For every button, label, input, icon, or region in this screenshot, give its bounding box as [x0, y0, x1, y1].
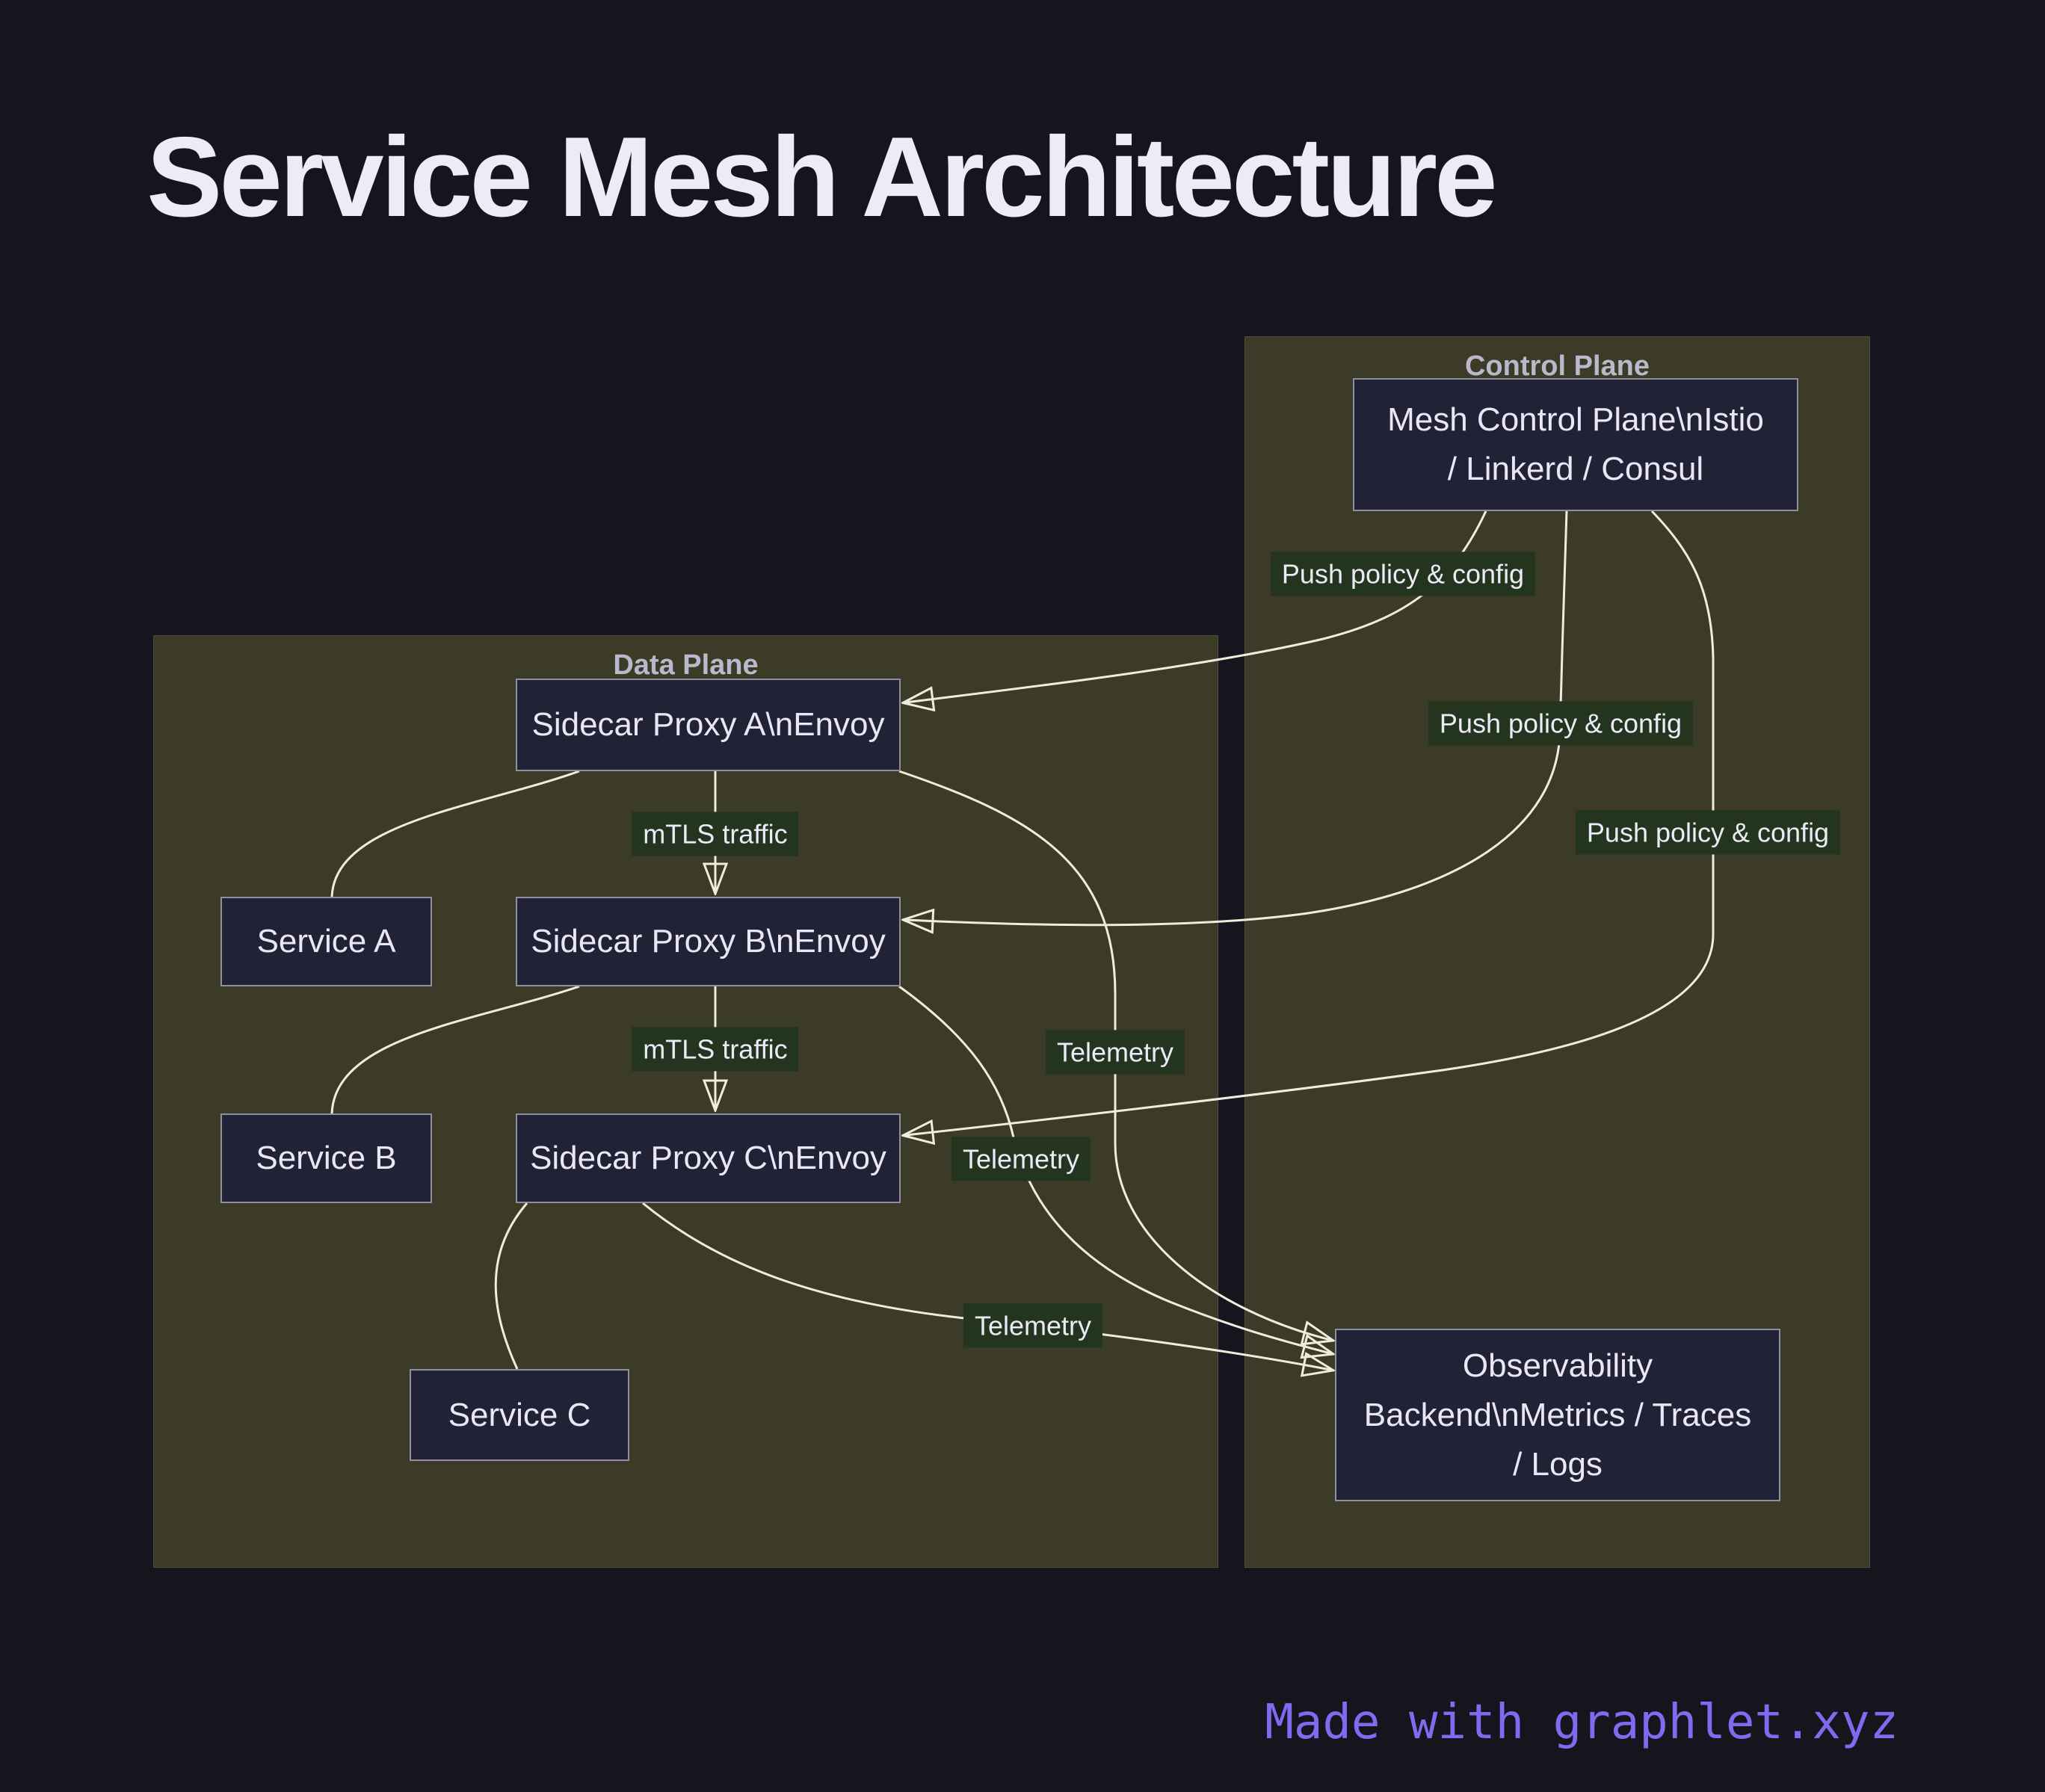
- container-data-plane: Data Plane: [153, 635, 1218, 1568]
- edge-mesh-to-proxy-a: [906, 510, 1487, 702]
- node-observability-backend-line-1: Observability: [1462, 1347, 1653, 1384]
- page-title: Service Mesh Architecture: [146, 114, 1498, 241]
- node-sidecar-proxy-a-label: Sidecar Proxy A\nEnvoy: [531, 706, 885, 743]
- node-observability-backend-line-2: Backend\nMetrics / Traces: [1363, 1396, 1752, 1433]
- node-mesh-control-plane-line-2: / Linkerd / Consul: [1447, 451, 1704, 487]
- edge-label-push-policy-config-1: Push policy & config: [1270, 551, 1536, 596]
- edge-label-telemetry-2: Telemetry: [951, 1137, 1091, 1181]
- node-service-a-label: Service A: [256, 923, 396, 960]
- edge-label-mtls-traffic-1: mTLS traffic: [632, 812, 799, 856]
- edge-label-push-policy-config-2: Push policy & config: [1428, 701, 1694, 746]
- node-service-b-label: Service B: [256, 1140, 397, 1176]
- node-sidecar-proxy-b: Sidecar Proxy B\nEnvoy: [516, 897, 901, 986]
- edge-label-mtls-traffic-2: mTLS traffic: [632, 1027, 799, 1072]
- node-observability-backend: Observability Backend\nMetrics / Traces …: [1335, 1329, 1780, 1501]
- edge-proxy-a-to-service-a: [330, 770, 580, 897]
- edge-proxy-c-to-service-c: [494, 1202, 528, 1370]
- edge-label-telemetry-3: Telemetry: [963, 1303, 1103, 1348]
- edge-label-telemetry-1: Telemetry: [1045, 1030, 1185, 1075]
- node-mesh-control-plane: Mesh Control Plane\nIstio / Linkerd / Co…: [1353, 378, 1798, 511]
- edge-proxy-b-to-service-b: [330, 985, 580, 1114]
- node-mesh-control-plane-line-1: Mesh Control Plane\nIstio: [1387, 401, 1764, 438]
- node-observability-backend-line-3: / Logs: [1513, 1445, 1603, 1483]
- edge-label-push-policy-config-3: Push policy & config: [1575, 810, 1841, 855]
- node-service-c: Service C: [410, 1369, 629, 1461]
- node-service-c-label: Service C: [448, 1396, 591, 1433]
- node-sidecar-proxy-c-label: Sidecar Proxy C\nEnvoy: [530, 1140, 886, 1176]
- node-sidecar-proxy-a: Sidecar Proxy A\nEnvoy: [516, 679, 901, 771]
- container-control-plane-label: Control Plane: [1464, 350, 1650, 382]
- node-service-b: Service B: [220, 1113, 432, 1203]
- node-sidecar-proxy-b-label: Sidecar Proxy B\nEnvoy: [531, 923, 886, 960]
- edge-mesh-to-proxy-b: [906, 510, 1568, 925]
- footer-credit: Made with graphlet.xyz: [1265, 1695, 1899, 1750]
- edge-proxy-a-to-observability: [898, 770, 1330, 1340]
- edge-mesh-to-proxy-c: [906, 510, 1715, 1135]
- node-service-a: Service A: [220, 897, 432, 986]
- edge-proxy-b-to-observability: [898, 985, 1330, 1353]
- node-sidecar-proxy-c: Sidecar Proxy C\nEnvoy: [516, 1113, 901, 1203]
- container-data-plane-label: Data Plane: [613, 649, 759, 681]
